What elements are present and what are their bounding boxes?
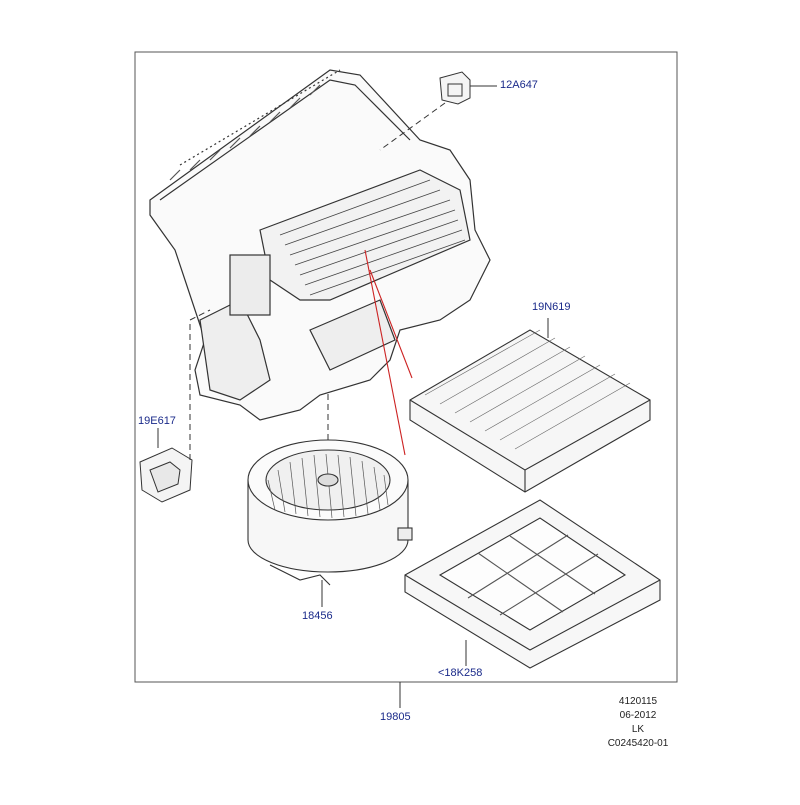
blower-motor-part bbox=[247, 439, 413, 586]
cabin-filter-part bbox=[409, 329, 651, 493]
diagram-frame bbox=[134, 51, 678, 683]
callout-19e617: 19E617 bbox=[138, 415, 176, 427]
callout-19805: 19805 bbox=[380, 711, 411, 723]
red-leader-2 bbox=[369, 269, 413, 379]
sensor-part bbox=[439, 71, 471, 105]
callout-19n619: 19N619 bbox=[532, 301, 571, 313]
info-line-3: LK bbox=[631, 724, 645, 735]
callout-18456: 18456 bbox=[302, 610, 333, 622]
info-line-1: 4120115 bbox=[618, 696, 658, 707]
red-leader-1 bbox=[364, 249, 406, 456]
info-line-2: 06-2012 bbox=[619, 710, 657, 721]
callout-18k258: <18K258 bbox=[438, 667, 483, 679]
sensor-dash-line bbox=[379, 102, 446, 151]
callout-12a647: 12A647 bbox=[500, 79, 538, 91]
actuator-dash-line bbox=[189, 309, 211, 460]
hvac-housing bbox=[149, 69, 491, 421]
info-line-4: C0245420-01 bbox=[607, 738, 669, 749]
actuator-part bbox=[139, 447, 193, 503]
filter-housing-part bbox=[404, 499, 661, 669]
